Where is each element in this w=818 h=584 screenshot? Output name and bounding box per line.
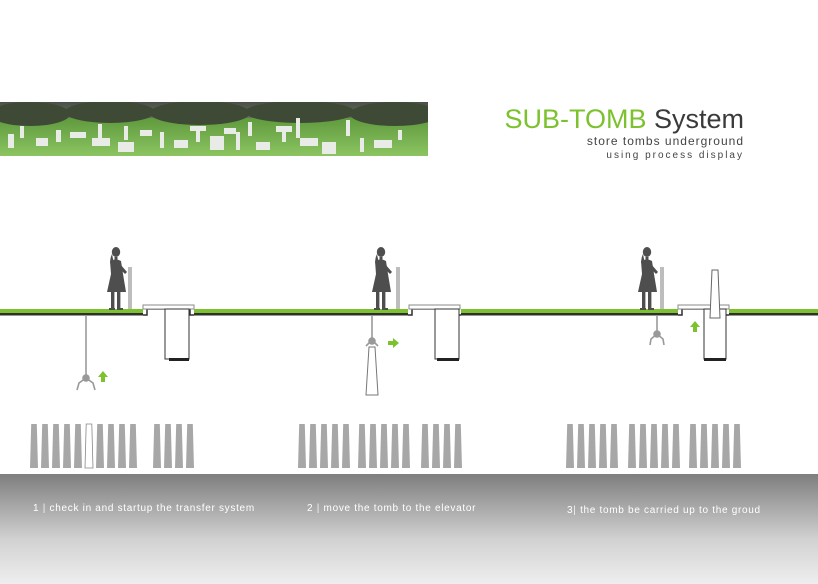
step-3-scene	[638, 247, 727, 361]
kiosk-icon	[128, 267, 132, 309]
step-number: 3	[567, 505, 574, 516]
transfer-claw-icon	[76, 316, 96, 391]
visitor-icon	[638, 247, 658, 310]
kiosk-icon	[396, 267, 400, 309]
tomb-row-2	[298, 424, 462, 468]
tomb-row-3	[566, 424, 741, 468]
step-2-scene	[365, 247, 460, 396]
step-separator: |	[316, 503, 321, 514]
subtitle: store tombs underground	[586, 134, 744, 148]
step-3-caption: 3| the tomb be carried up to the groud	[567, 505, 761, 516]
tomb-rows	[30, 423, 741, 469]
title-rest: System	[646, 104, 744, 134]
transfer-claw-icon	[649, 316, 665, 346]
ground-line	[0, 304, 818, 316]
step-text: check in and startup the transfer system	[49, 503, 255, 514]
title-accent: SUB-TOMB	[504, 104, 647, 134]
page-title: SUB-TOMB System	[504, 104, 744, 134]
visitor-icon	[107, 247, 127, 310]
step-separator: |	[573, 505, 577, 516]
footer-band	[0, 474, 818, 584]
lifted-tomb-icon	[709, 269, 721, 319]
subtitle-secondary: using process display	[606, 150, 744, 161]
cemetery-photo	[0, 102, 428, 156]
elevator-shaft	[164, 308, 190, 361]
step-text: the tomb be carried up to the groud	[580, 505, 761, 516]
title-block: SUB-TOMB System store tombs underground …	[504, 104, 744, 162]
right-arrow-icon	[388, 338, 399, 348]
step-number: 2	[307, 503, 314, 514]
elevator-shaft	[434, 308, 460, 361]
step-1-caption: 1 | check in and startup the transfer sy…	[33, 503, 255, 514]
up-arrow-icon	[98, 371, 108, 382]
step-text: move the tomb to the elevator	[323, 503, 477, 514]
transfer-claw-icon	[365, 316, 379, 347]
kiosk-icon	[660, 267, 664, 309]
step-2-caption: 2 | move the tomb to the elevator	[307, 503, 476, 514]
process-diagram	[0, 247, 818, 469]
up-arrow-icon	[690, 321, 700, 332]
step-separator: |	[42, 503, 47, 514]
step-number: 1	[33, 503, 40, 514]
tomb-row-1	[30, 423, 194, 469]
step-1-scene	[76, 247, 190, 391]
carried-tomb-icon	[365, 346, 379, 396]
visitor-icon	[372, 247, 392, 310]
